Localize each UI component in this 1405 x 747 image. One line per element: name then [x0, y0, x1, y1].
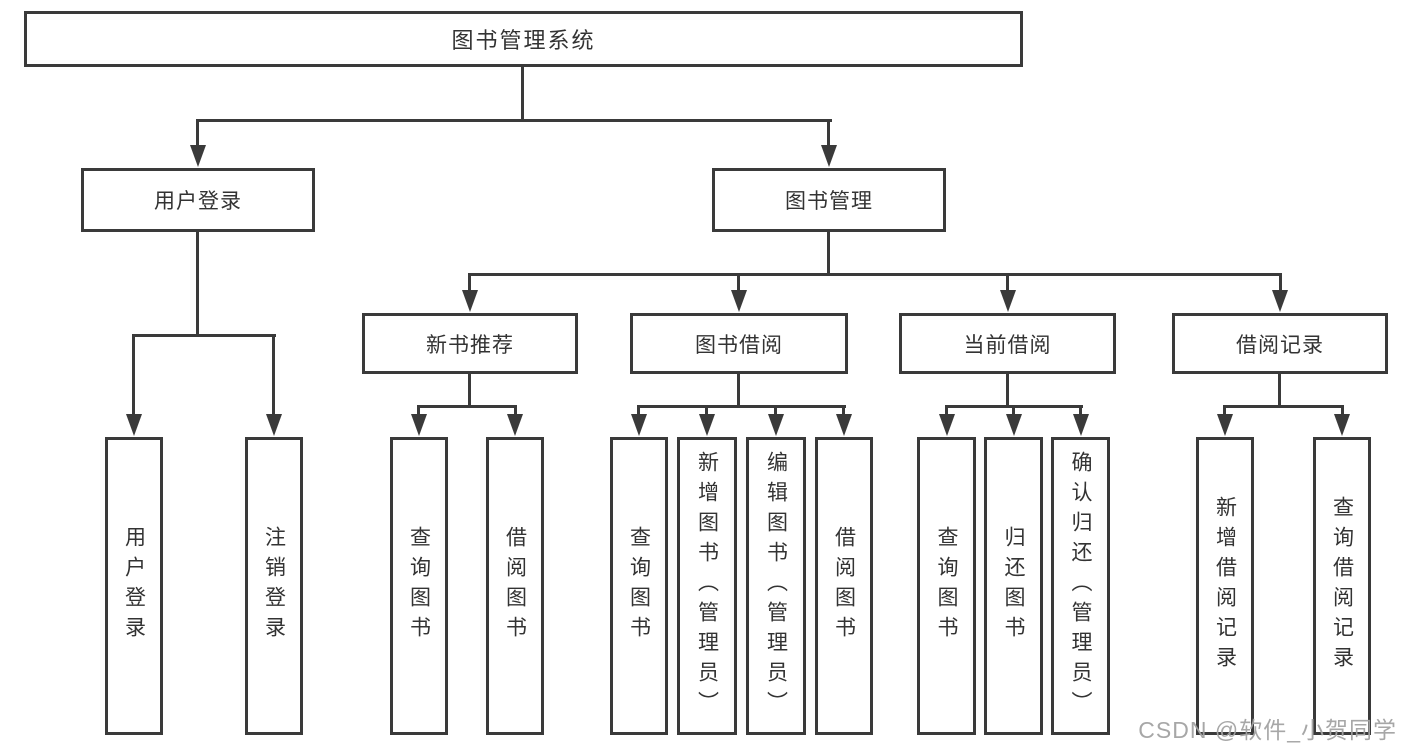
- connector-new-book-stem: [468, 371, 471, 408]
- arrow-down-icon: [1217, 414, 1233, 436]
- connector-drop-current-borrow: [1006, 273, 1009, 295]
- node-label: 归还图书: [1002, 526, 1025, 646]
- node-new-book-recommend: 新书推荐: [362, 313, 578, 374]
- csdn-watermark: CSDN @软件_小贺同学: [1138, 717, 1397, 743]
- connector-book-mgmt-stem: [827, 229, 830, 276]
- arrow-down-icon: [768, 414, 784, 436]
- arrow-down-icon: [939, 414, 955, 436]
- node-label: 用户登录: [122, 526, 146, 646]
- connector-drop: [637, 405, 640, 417]
- connector-drop: [945, 405, 948, 417]
- connector-drop: [417, 405, 420, 417]
- node-label: 查询图书: [407, 526, 431, 646]
- connector-drop-user-login: [196, 119, 199, 149]
- arrow-down-icon: [411, 414, 427, 436]
- leaf-query-books-current: 查询图书: [917, 437, 976, 735]
- connector-drop: [1223, 405, 1226, 417]
- leaf-query-books-borrowing: 查询图书: [610, 437, 668, 735]
- arrow-down-icon: [507, 414, 523, 436]
- node-label: 图书借阅: [695, 333, 783, 357]
- connector-drop-book-borrow: [737, 273, 740, 295]
- node-label: 查询图书: [935, 526, 958, 646]
- leaf-edit-book-admin: 编辑图书（管理员）: [746, 437, 806, 735]
- node-book-borrowing: 图书借阅: [630, 313, 848, 374]
- connector-drop-leaf-logout: [272, 334, 275, 418]
- connector-drop-new-book: [468, 273, 471, 295]
- arrow-down-icon: [731, 290, 747, 312]
- leaf-add-borrow-record: 新增借阅记录: [1196, 437, 1254, 735]
- arrow-down-icon: [266, 414, 282, 436]
- connector-book-borrow-stem: [737, 371, 740, 408]
- connector-drop-book-mgmt: [827, 119, 830, 149]
- connector-current-borrow-stem: [1006, 371, 1009, 408]
- leaf-user-login: 用户登录: [105, 437, 163, 735]
- arrow-down-icon: [1006, 414, 1022, 436]
- node-label: 图书管理: [785, 190, 873, 213]
- node-root-library-system: 图书管理系统: [24, 11, 1023, 67]
- connector-new-book-branch: [417, 405, 517, 408]
- connector-book-borrow-branch: [637, 405, 846, 408]
- connector-root-stem: [521, 66, 524, 121]
- connector-book-mgmt-branch: [468, 273, 1282, 276]
- arrow-down-icon: [126, 414, 142, 436]
- node-borrowing-records: 借阅记录: [1172, 313, 1388, 374]
- arrow-down-icon: [1000, 290, 1016, 312]
- node-label: 借阅图书: [832, 526, 856, 646]
- arrow-down-icon: [699, 414, 715, 436]
- leaf-borrow-books-borrowing: 借阅图书: [815, 437, 873, 735]
- node-label: 图书管理系统: [451, 28, 596, 53]
- node-current-borrowing: 当前借阅: [899, 313, 1116, 374]
- arrow-down-icon: [462, 290, 478, 312]
- connector-drop-borrow-records: [1279, 273, 1282, 295]
- connector-drop: [1012, 405, 1015, 417]
- node-label: 注销登录: [262, 526, 286, 646]
- connector-borrow-records-stem: [1278, 371, 1281, 408]
- arrow-down-icon: [1272, 290, 1288, 312]
- connector-drop: [705, 405, 708, 417]
- leaf-add-book-admin: 新增图书（管理员）: [677, 437, 737, 735]
- connector-user-login-stem: [196, 229, 199, 336]
- connector-borrow-records-branch: [1223, 405, 1344, 408]
- node-label: 借阅图书: [503, 526, 527, 646]
- connector-user-login-branch: [132, 334, 276, 337]
- leaf-query-borrow-record: 查询借阅记录: [1313, 437, 1371, 735]
- leaf-borrow-books-recommend: 借阅图书: [486, 437, 544, 735]
- connector-drop: [514, 405, 517, 417]
- connector-drop: [1079, 405, 1082, 417]
- node-label: 查询图书: [627, 526, 651, 646]
- arrow-down-icon: [190, 145, 206, 167]
- leaf-query-books-recommend: 查询图书: [390, 437, 448, 735]
- leaf-return-book: 归还图书: [984, 437, 1043, 735]
- node-label: 编辑图书（管理员）: [764, 451, 788, 721]
- connector-drop: [1341, 405, 1344, 417]
- arrow-down-icon: [821, 145, 837, 167]
- node-label: 当前借阅: [963, 333, 1052, 357]
- node-label: 新书推荐: [426, 333, 514, 357]
- leaf-logout: 注销登录: [245, 437, 303, 735]
- connector-drop-leaf-user-login: [132, 334, 135, 418]
- node-label: 新增图书（管理员）: [695, 451, 719, 721]
- arrow-down-icon: [836, 414, 852, 436]
- node-label: 用户登录: [154, 190, 242, 213]
- node-label: 借阅记录: [1236, 333, 1324, 357]
- connector-drop: [774, 405, 777, 417]
- arrow-down-icon: [631, 414, 647, 436]
- connector-root-branch: [196, 119, 832, 122]
- leaf-confirm-return-admin: 确认归还（管理员）: [1051, 437, 1110, 735]
- node-user-login: 用户登录: [81, 168, 315, 232]
- arrow-down-icon: [1334, 414, 1350, 436]
- node-label: 查询借阅记录: [1330, 496, 1354, 676]
- node-label: 新增借阅记录: [1213, 496, 1237, 676]
- node-book-management: 图书管理: [712, 168, 946, 232]
- arrow-down-icon: [1073, 414, 1089, 436]
- node-label: 确认归还（管理员）: [1069, 451, 1092, 721]
- connector-drop: [842, 405, 845, 417]
